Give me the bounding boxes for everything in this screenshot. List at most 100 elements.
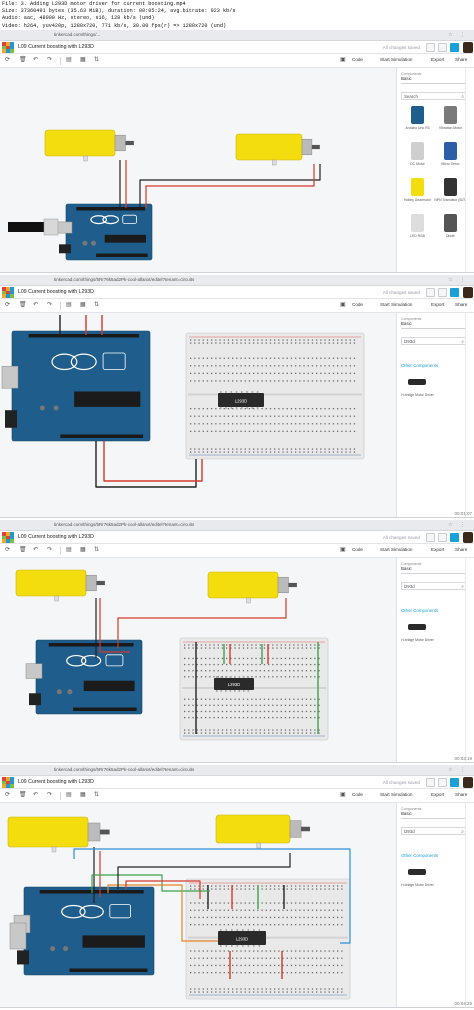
- align-icon[interactable]: ▣: [340, 547, 346, 553]
- breadboard-hole[interactable]: [206, 924, 209, 926]
- breadboard-hole[interactable]: [290, 365, 293, 367]
- breadboard-hole[interactable]: [217, 657, 219, 660]
- breadboard-hole[interactable]: [345, 423, 347, 425]
- breadboard-hole[interactable]: [316, 357, 318, 359]
- breadboard-hole[interactable]: [226, 647, 228, 649]
- breadboard-hole[interactable]: [244, 372, 246, 375]
- breadboard-hole[interactable]: [211, 357, 213, 359]
- breadboard-hole[interactable]: [286, 924, 288, 926]
- breadboard-hole[interactable]: [324, 888, 326, 890]
- breadboard-hole[interactable]: [236, 972, 238, 974]
- breadboard-hole[interactable]: [221, 729, 224, 731]
- component-set-select[interactable]: Basic ▾: [401, 811, 467, 819]
- breadboard-hole[interactable]: [269, 964, 272, 967]
- breadboard-hole[interactable]: [253, 950, 255, 952]
- breadboard-hole[interactable]: [307, 430, 309, 432]
- breadboard-hole[interactable]: [223, 988, 225, 990]
- breadboard-hole[interactable]: [332, 909, 335, 911]
- breadboard-hole[interactable]: [272, 710, 274, 713]
- breadboard-hole[interactable]: [259, 698, 261, 700]
- breadboard-hole[interactable]: [202, 888, 204, 890]
- breadboard-hole[interactable]: [202, 451, 204, 453]
- breadboard-hole[interactable]: [244, 972, 246, 974]
- breadboard-hole[interactable]: [290, 888, 293, 890]
- breadboard-hole[interactable]: [244, 988, 246, 990]
- breadboard-hole[interactable]: [278, 916, 280, 919]
- browser-address-bar[interactable]: tinkercad.com/things/... ☆ ⋮: [0, 30, 474, 41]
- breadboard-hole[interactable]: [194, 991, 196, 993]
- breadboard-hole[interactable]: [232, 451, 234, 453]
- breadboard-hole[interactable]: [269, 950, 272, 952]
- breadboard-hole[interactable]: [278, 430, 280, 432]
- breadboard-hole[interactable]: [257, 991, 259, 993]
- breadboard-hole[interactable]: [332, 408, 335, 410]
- breadboard-hole[interactable]: [251, 644, 253, 646]
- component-list-icon[interactable]: [450, 777, 459, 787]
- breadboard-hole[interactable]: [232, 448, 234, 450]
- breadboard-hole[interactable]: [188, 670, 190, 672]
- breadboard-hole[interactable]: [205, 704, 207, 707]
- breadboard-hole[interactable]: [295, 885, 297, 887]
- breadboard-hole[interactable]: [227, 991, 230, 993]
- infinity-logo[interactable]: [79, 904, 104, 919]
- breadboard-hole[interactable]: [307, 372, 309, 375]
- breadboard-hole[interactable]: [349, 365, 351, 367]
- breadboard-hole[interactable]: [219, 972, 221, 974]
- breadboard-hole[interactable]: [242, 670, 245, 672]
- breadboard-hole[interactable]: [248, 365, 251, 367]
- breadboard-hole[interactable]: [301, 704, 303, 707]
- breadboard-hole[interactable]: [274, 448, 276, 450]
- breadboard-hole[interactable]: [247, 647, 249, 649]
- breadboard-hole[interactable]: [320, 451, 322, 453]
- breadboard-hole[interactable]: [274, 964, 276, 967]
- breadboard-hole[interactable]: [234, 732, 236, 734]
- breadboard-hole[interactable]: [276, 676, 278, 678]
- breadboard-hole[interactable]: [206, 372, 209, 375]
- breadboard-hole[interactable]: [341, 448, 343, 450]
- breadboard-hole[interactable]: [269, 408, 272, 410]
- breadboard-hole[interactable]: [299, 972, 301, 974]
- breadboard-hole[interactable]: [251, 698, 253, 700]
- breadboard-hole[interactable]: [332, 885, 335, 887]
- breadboard-hole[interactable]: [303, 909, 305, 911]
- breadboard-hole[interactable]: [202, 957, 204, 959]
- breadboard-hole[interactable]: [286, 885, 288, 887]
- component-item[interactable]: Vibration Motor: [434, 104, 467, 138]
- breadboard-hole[interactable]: [307, 423, 309, 425]
- breadboard-hole[interactable]: [274, 988, 276, 990]
- breadboard-hole[interactable]: [318, 657, 320, 660]
- infinity-logo[interactable]: [70, 353, 97, 371]
- breadboard-hole[interactable]: [328, 357, 330, 359]
- analog-header[interactable]: [96, 253, 148, 258]
- breadboard-hole[interactable]: [332, 957, 335, 959]
- breadboard-hole[interactable]: [240, 415, 242, 417]
- breadboard-hole[interactable]: [257, 988, 259, 990]
- breadboard-hole[interactable]: [278, 339, 280, 341]
- breadboard-hole[interactable]: [293, 704, 295, 707]
- breadboard-hole[interactable]: [211, 916, 213, 919]
- breadboard-hole[interactable]: [303, 902, 305, 904]
- breadboard-hole[interactable]: [295, 448, 297, 450]
- breadboard-hole[interactable]: [202, 408, 204, 410]
- breadboard-hole[interactable]: [307, 950, 309, 952]
- breadboard-hole[interactable]: [328, 448, 330, 450]
- breadboard-hole[interactable]: [211, 909, 213, 911]
- breadboard-hole[interactable]: [286, 950, 288, 952]
- breadboard-hole[interactable]: [307, 415, 309, 417]
- breadboard-hole[interactable]: [282, 448, 284, 450]
- notes-icon[interactable]: ▤: [66, 547, 72, 553]
- breadboard-hole[interactable]: [265, 342, 267, 344]
- breadboard-hole[interactable]: [274, 415, 276, 417]
- breadboard-hole[interactable]: [227, 357, 230, 359]
- breadboard-hole[interactable]: [265, 423, 267, 425]
- breadboard-hole[interactable]: [247, 704, 249, 707]
- breadboard-hole[interactable]: [184, 663, 186, 666]
- breadboard-hole[interactable]: [248, 885, 251, 887]
- breadboard-hole[interactable]: [289, 647, 291, 649]
- breadboard-hole[interactable]: [192, 710, 194, 713]
- breadboard-hole[interactable]: [293, 732, 295, 734]
- chip-pin[interactable]: [251, 391, 254, 393]
- breadboard-hole[interactable]: [299, 342, 301, 344]
- breadboard-hole[interactable]: [295, 957, 297, 959]
- breadboard-hole[interactable]: [217, 647, 219, 649]
